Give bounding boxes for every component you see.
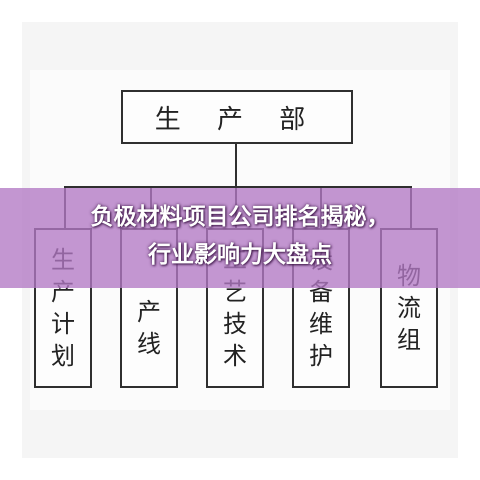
char: 技 xyxy=(223,310,247,338)
main-connector xyxy=(235,144,237,188)
char: 划 xyxy=(51,342,75,370)
char: 组 xyxy=(397,326,421,354)
char: 术 xyxy=(223,342,247,370)
char: 计 xyxy=(51,310,75,338)
char: 流 xyxy=(397,294,421,322)
top-node-box: 生 产 部 xyxy=(121,90,353,144)
top-node-label: 生 产 部 xyxy=(154,104,320,135)
banner-title-line1: 负极材料项目公司排名揭秘， xyxy=(90,204,390,230)
char: 产 xyxy=(137,298,161,326)
title-banner xyxy=(0,188,480,288)
banner-title: 负极材料项目公司排名揭秘， 行业影响力大盘点 xyxy=(0,198,480,274)
char: 线 xyxy=(137,330,161,358)
char: 护 xyxy=(309,342,333,370)
child-node-label: 产 线 xyxy=(122,230,176,386)
banner-title-line2: 行业影响力大盘点 xyxy=(148,242,332,268)
horizontal-connector xyxy=(64,186,412,188)
char: 维 xyxy=(309,310,333,338)
